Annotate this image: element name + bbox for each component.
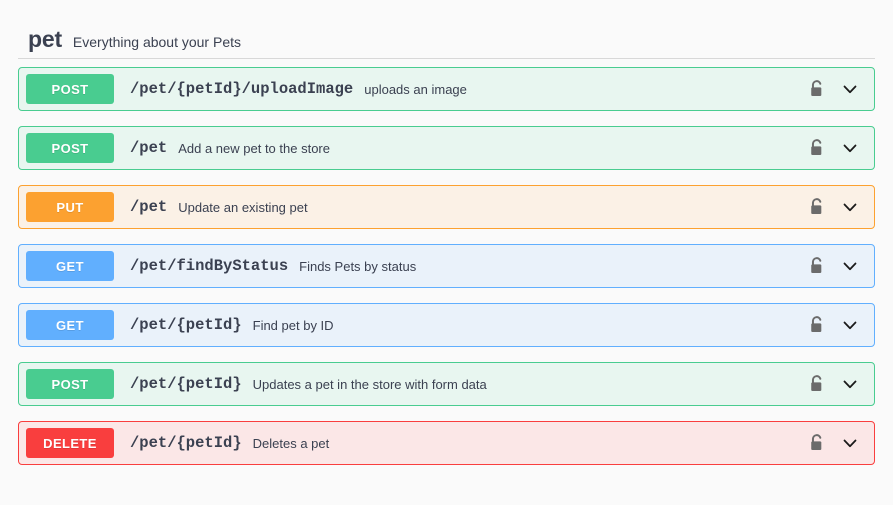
operation-summary: Deletes a pet: [252, 435, 330, 451]
operation-row[interactable]: PUT/pet Update an existing pet: [18, 185, 875, 229]
operation-path: /pet: [130, 139, 168, 157]
tag-header[interactable]: pet Everything about your Pets: [0, 0, 893, 52]
operation-row[interactable]: DELETE/pet/{petId} Deletes a pet: [18, 421, 875, 465]
chevron-down-icon[interactable]: [840, 315, 874, 335]
chevron-down-icon[interactable]: [840, 197, 874, 217]
operation-summary: uploads an image: [364, 81, 467, 97]
tag-title: pet: [28, 26, 62, 52]
operation-path: /pet/{petId}: [130, 434, 242, 452]
method-badge: DELETE: [26, 428, 114, 458]
method-badge: POST: [26, 369, 114, 399]
method-badge: POST: [26, 133, 114, 163]
operation-row[interactable]: POST/pet Add a new pet to the store: [18, 126, 875, 170]
unlock-icon[interactable]: [808, 256, 840, 276]
operation-row[interactable]: GET/pet/findByStatus Finds Pets by status: [18, 244, 875, 288]
method-badge: PUT: [26, 192, 114, 222]
unlock-icon[interactable]: [808, 138, 840, 158]
chevron-down-icon[interactable]: [840, 138, 874, 158]
operation-row[interactable]: GET/pet/{petId} Find pet by ID: [18, 303, 875, 347]
operation-summary: Finds Pets by status: [299, 258, 417, 274]
operation-row[interactable]: POST/pet/{petId}/uploadImage uploads an i…: [18, 67, 875, 111]
tag-divider: [18, 58, 875, 59]
chevron-down-icon[interactable]: [840, 433, 874, 453]
chevron-down-icon[interactable]: [840, 256, 874, 276]
chevron-down-icon[interactable]: [840, 79, 874, 99]
operation-path: /pet/{petId}: [130, 316, 242, 334]
operation-path: /pet/findByStatus: [130, 257, 289, 275]
operations-list: POST/pet/{petId}/uploadImage uploads an i…: [0, 59, 893, 465]
operation-path: /pet/{petId}: [130, 375, 242, 393]
method-badge: POST: [26, 74, 114, 104]
operation-summary: Find pet by ID: [252, 317, 334, 333]
chevron-down-icon[interactable]: [840, 374, 874, 394]
operation-summary: Add a new pet to the store: [178, 140, 330, 156]
tag-description: Everything about your Pets: [72, 34, 242, 50]
unlock-icon[interactable]: [808, 433, 840, 453]
operation-path: /pet: [130, 198, 168, 216]
operation-row[interactable]: POST/pet/{petId} Updates a pet in the sto…: [18, 362, 875, 406]
operation-summary: Update an existing pet: [178, 199, 308, 215]
unlock-icon[interactable]: [808, 374, 840, 394]
unlock-icon[interactable]: [808, 79, 840, 99]
method-badge: GET: [26, 310, 114, 340]
unlock-icon[interactable]: [808, 315, 840, 335]
operation-path: /pet/{petId}/uploadImage: [130, 80, 354, 98]
operation-summary: Updates a pet in the store with form dat…: [252, 376, 487, 392]
unlock-icon[interactable]: [808, 197, 840, 217]
method-badge: GET: [26, 251, 114, 281]
